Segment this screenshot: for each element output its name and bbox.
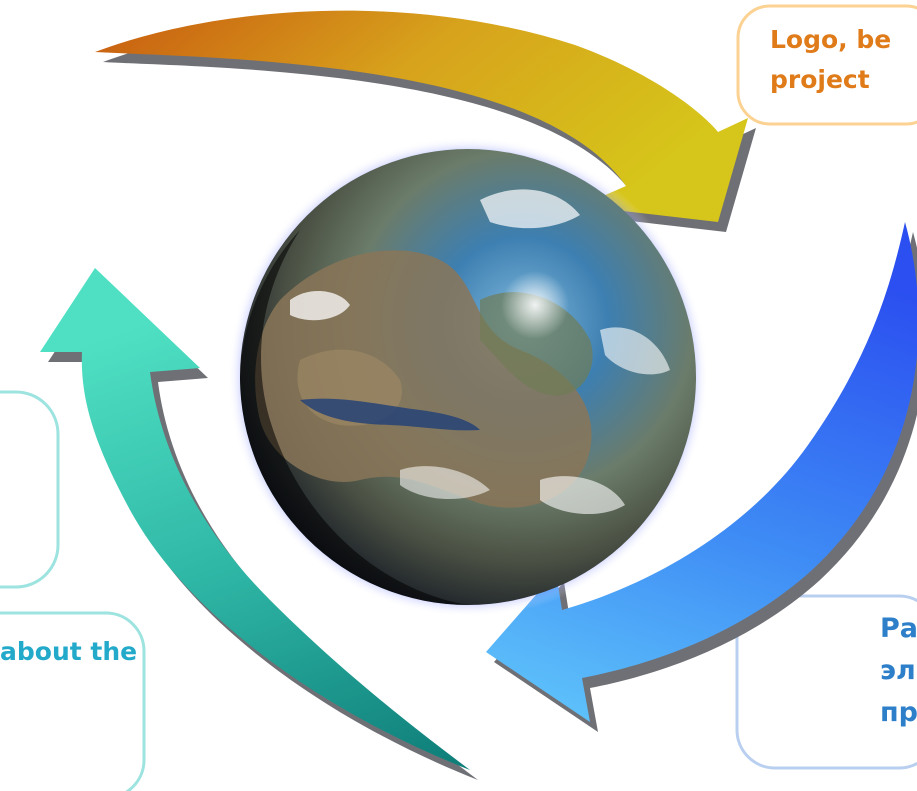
box-left-middle [0,390,60,589]
orange-curved-arrow [95,10,756,232]
label-top-right-line-1: Logo, be [770,25,892,54]
label-bottom-left-line-1: about the [0,637,138,666]
label-bottom-left: about the [0,632,137,672]
teal-curved-arrow [40,268,478,780]
box-bottom-left [0,611,146,791]
label-bottom-right: Ра эл пр [880,608,917,734]
earth-planet-icon [228,137,708,617]
label-bottom-right-line-3: пр [880,697,917,728]
label-bottom-right-line-2: эл [880,655,916,686]
label-bottom-right-line-1: Ра [880,613,917,644]
label-top-right-line-2: project [770,65,870,94]
blue-curved-arrow [486,222,917,732]
label-top-right: Logo, be project [770,20,891,100]
box-bottom-right [735,594,917,770]
box-top-right [736,4,917,126]
